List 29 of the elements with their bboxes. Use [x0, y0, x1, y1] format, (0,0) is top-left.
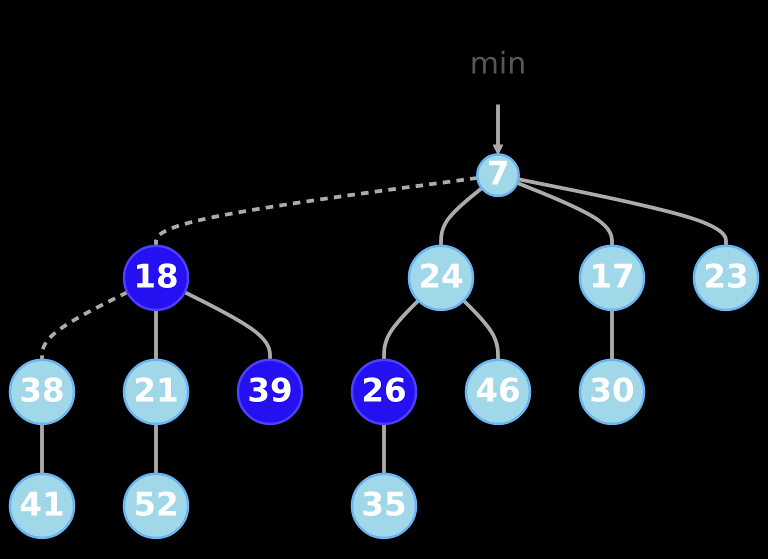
node-text: min — [470, 45, 526, 80]
connector — [610, 309, 614, 360]
connector — [40, 290, 128, 360]
node-circle: 18 — [122, 244, 190, 311]
connector — [154, 309, 158, 360]
node-circle: 7 — [476, 152, 520, 197]
node-circle: 30 — [578, 358, 646, 425]
connector — [516, 180, 614, 246]
connector — [154, 176, 478, 246]
node-circle: 39 — [236, 358, 304, 425]
node-circle: 52 — [122, 472, 190, 539]
node-circle: 38 — [8, 358, 76, 425]
node-circle: 21 — [122, 358, 190, 425]
connector — [184, 290, 272, 360]
node-circle: 23 — [692, 244, 760, 311]
node-circle: 26 — [350, 358, 418, 425]
connector — [439, 186, 484, 246]
node-circle: 24 — [408, 244, 474, 311]
node-circle: 46 — [464, 358, 532, 425]
connector — [40, 423, 44, 474]
node-circle: 41 — [8, 472, 76, 539]
node-circle: 17 — [578, 244, 646, 311]
connector — [154, 423, 158, 474]
connector — [382, 298, 420, 360]
connector — [462, 298, 500, 360]
connector — [382, 423, 386, 474]
node-circle: 35 — [350, 472, 418, 539]
arrow — [492, 104, 504, 155]
connector — [518, 176, 728, 246]
